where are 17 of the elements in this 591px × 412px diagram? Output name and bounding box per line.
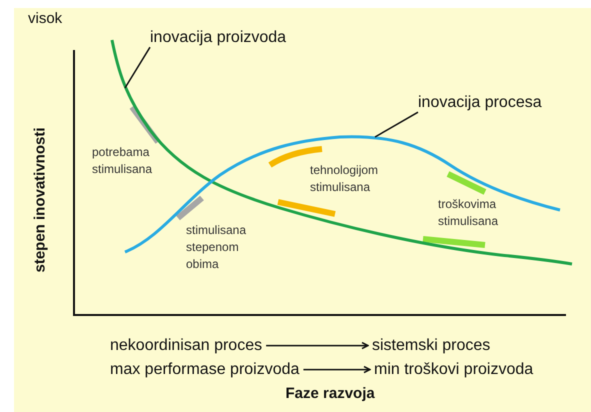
phase-text: min troškovi proizvoda xyxy=(374,360,534,380)
leader-line xyxy=(374,112,418,138)
stage-label: troškovima stimulisana xyxy=(438,196,500,230)
phase-text: max performase proizvoda xyxy=(110,360,300,380)
stage-label: stimulisana stepenom obima xyxy=(186,222,248,272)
axis-title: Faze razvoja xyxy=(286,385,375,403)
axis-label: visok xyxy=(28,10,62,28)
leader-line xyxy=(124,46,151,88)
stage-label: tehnologijom stimulisana xyxy=(310,162,380,196)
curve-label: inovacija procesa xyxy=(418,93,542,112)
phase-text: sistemski proces xyxy=(372,336,490,356)
curve-label: inovacija proizvoda xyxy=(150,28,286,48)
axis-title: stepen inovativnosti xyxy=(31,127,50,273)
arrow xyxy=(303,366,371,374)
arrow xyxy=(266,342,369,350)
stage-label: potrebama stimulisana xyxy=(92,144,154,178)
phase-text: nekoordinisan proces xyxy=(110,336,262,356)
